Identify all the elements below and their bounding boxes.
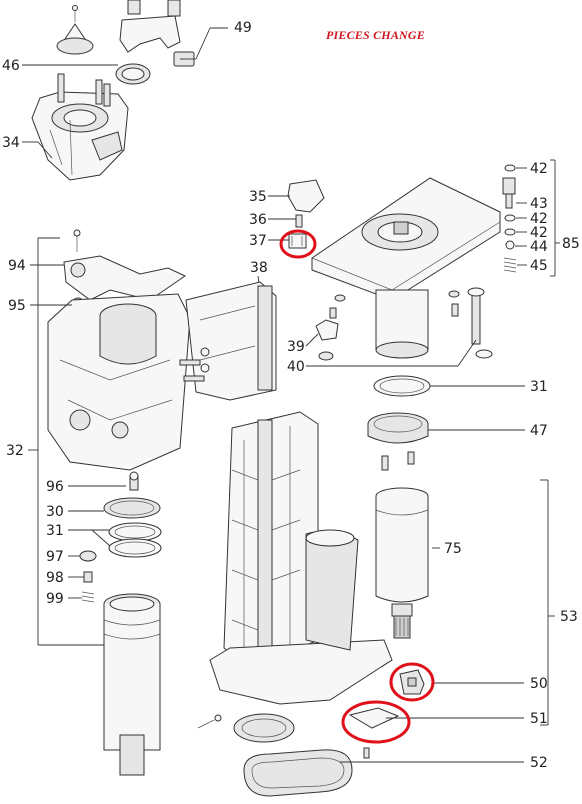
- part-51: [348, 707, 400, 759]
- highlight-part-50: [389, 662, 435, 702]
- part-50: [399, 669, 425, 695]
- label-97: 97: [46, 549, 64, 565]
- drive-tower-assembly: [197, 411, 393, 743]
- label-53: 53: [560, 609, 578, 625]
- label-94: 94: [8, 258, 26, 274]
- label-99: 99: [46, 591, 64, 607]
- valve-plate-assembly: [287, 164, 517, 361]
- label-30: 30: [46, 504, 64, 520]
- label-47: 47: [530, 423, 548, 439]
- label-42-middle: 42: [530, 211, 548, 227]
- diagram-title: PIECES CHANGE: [326, 28, 425, 42]
- label-46: 46: [2, 58, 20, 74]
- label-85: 85: [562, 236, 580, 252]
- label-36: 36: [249, 212, 267, 228]
- label-96: 96: [46, 479, 64, 495]
- label-44: 44: [530, 239, 548, 255]
- label-42-top: 42: [530, 161, 548, 177]
- label-38: 38: [250, 260, 268, 276]
- label-45: 45: [530, 258, 548, 274]
- filter-ring-group-right: [367, 375, 431, 471]
- label-34: 34: [2, 135, 20, 151]
- label-75: 75: [444, 541, 462, 557]
- label-31-left: 31: [46, 523, 64, 539]
- belt-52: [243, 749, 353, 797]
- label-42-bottom: 42: [530, 225, 548, 241]
- label-31-right: 31: [530, 379, 548, 395]
- motor-75: [375, 487, 429, 639]
- highlight-part-51: [341, 700, 411, 744]
- label-51: 51: [530, 711, 548, 727]
- brew-unit-assembly: [47, 229, 277, 471]
- label-50: 50: [530, 676, 548, 692]
- label-32: 32: [6, 443, 24, 459]
- label-95: 95: [8, 298, 26, 314]
- label-98: 98: [46, 570, 64, 586]
- label-37: 37: [249, 233, 267, 249]
- label-35: 35: [249, 189, 267, 205]
- filter-stack: [79, 471, 162, 776]
- top-left-assembly: [31, 0, 195, 181]
- label-52: 52: [530, 755, 548, 771]
- label-39: 39: [287, 339, 305, 355]
- highlight-part-37: [279, 229, 317, 259]
- label-40: 40: [287, 359, 305, 375]
- label-43: 43: [530, 196, 548, 212]
- label-49: 49: [234, 20, 252, 36]
